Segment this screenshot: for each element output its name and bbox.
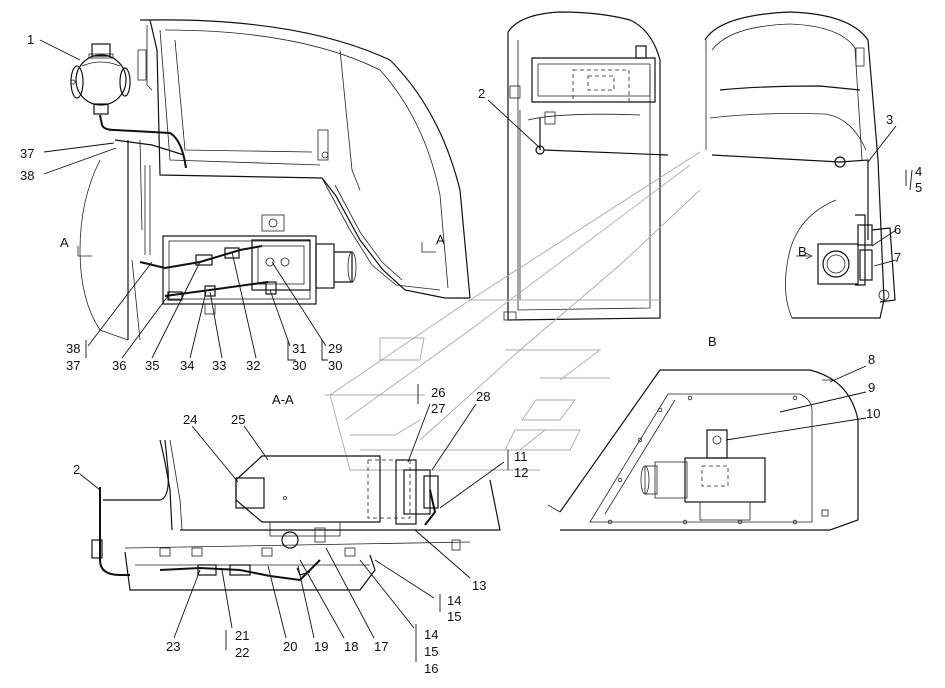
callout-26: 26: [431, 385, 445, 400]
view-top-middle-cab-rear: [503, 11, 669, 321]
callout-29: 29: [328, 341, 342, 356]
callout-25: 25: [231, 412, 245, 427]
callout-8: 8: [868, 352, 875, 367]
callout-20: 20: [283, 639, 297, 654]
callout-34: 34: [180, 358, 194, 373]
callout-30-right: 30: [328, 358, 342, 373]
heater-body: [235, 455, 439, 549]
callout-15-bottom: 15: [424, 644, 438, 659]
callout-11: 11: [514, 449, 528, 464]
callout-21: 21: [235, 628, 249, 643]
callout-35: 35: [145, 358, 159, 373]
callout-17: 17: [374, 639, 388, 654]
expansion-tank: [70, 43, 131, 115]
callout-4: 4: [915, 164, 922, 179]
callout-19: 19: [314, 639, 328, 654]
callout-2-bottom: 2: [73, 462, 80, 477]
section-marker-a-left: A: [60, 235, 69, 250]
callout-32: 32: [246, 358, 260, 373]
callout-37-top: 37: [20, 146, 34, 161]
callout-15-top: 15: [447, 609, 461, 624]
callout-31: 31: [292, 341, 306, 356]
callout-37-bottom: 37: [66, 358, 80, 373]
callout-6: 6: [894, 222, 901, 237]
callout-3: 3: [886, 112, 893, 127]
callout-23: 23: [166, 639, 180, 654]
callout-36: 36: [112, 358, 126, 373]
background-silhouette: [325, 151, 701, 471]
callout-18: 18: [344, 639, 358, 654]
callout-28: 28: [476, 389, 490, 404]
view-top-left-cab: [70, 19, 471, 341]
callout-27: 27: [431, 401, 445, 416]
callout-1: 1: [27, 32, 34, 47]
callout-5: 5: [915, 180, 922, 195]
callout-38-bottom: 38: [66, 341, 80, 356]
callout-10: 10: [866, 406, 880, 421]
view-title-b: B: [708, 334, 717, 349]
callout-22: 22: [235, 645, 249, 660]
callout-2-top: 2: [478, 86, 485, 101]
section-title-a-a: A-A: [272, 392, 294, 407]
view-top-right-cab: [704, 11, 896, 319]
callout-38-top: 38: [20, 168, 34, 183]
callout-30-left: 30: [292, 358, 306, 373]
callout-labels: 1 37 38 38 37 36 35 34 33 32 31 30 29 30…: [20, 32, 922, 676]
callout-9: 9: [868, 380, 875, 395]
callout-7: 7: [894, 250, 901, 265]
callout-16: 16: [424, 661, 438, 676]
view-marker-b-arrow: B: [798, 244, 807, 259]
callout-14-top: 14: [447, 593, 461, 608]
leader-lines: [39, 39, 913, 662]
callout-14-bottom: 14: [424, 627, 438, 642]
section-marker-a-right: A: [436, 232, 445, 247]
callout-24: 24: [183, 412, 197, 427]
heater-assembly: [139, 214, 357, 315]
section-a-a: [91, 439, 501, 591]
callout-12: 12: [514, 465, 528, 480]
callout-33: 33: [212, 358, 226, 373]
view-b: [547, 369, 859, 531]
callout-13: 13: [472, 578, 486, 593]
